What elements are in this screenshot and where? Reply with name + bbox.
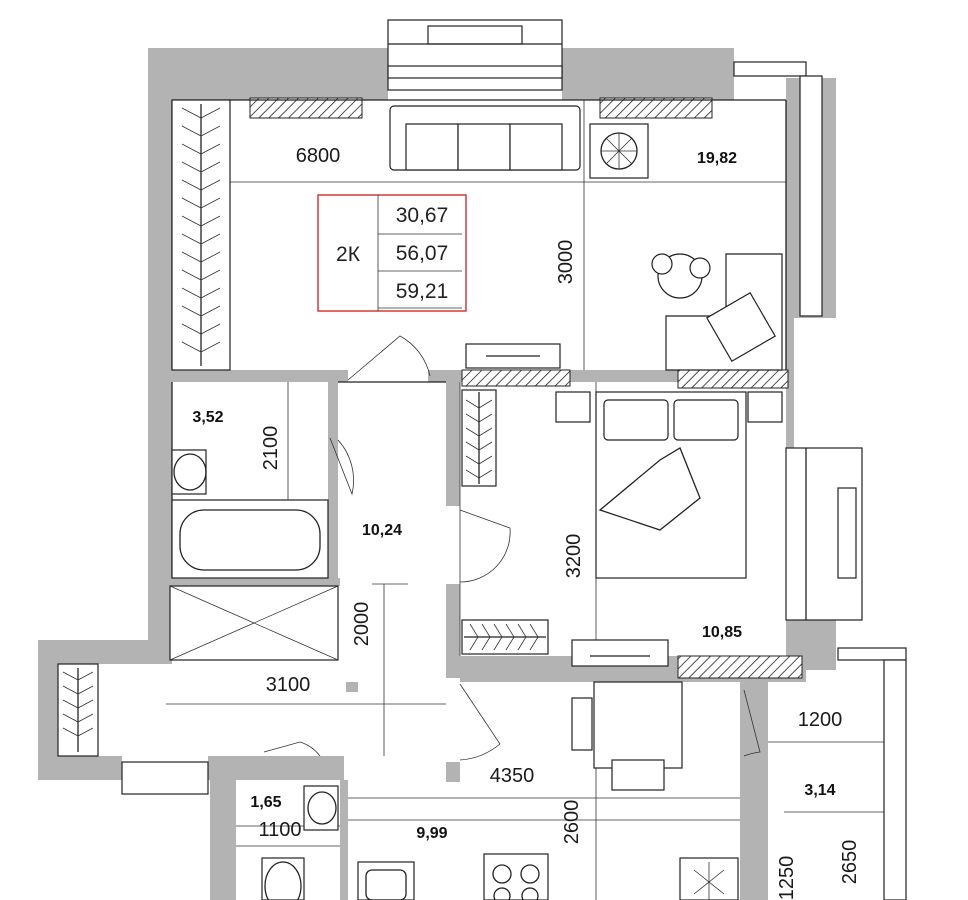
- dim-balcony-length: 2650: [839, 840, 861, 885]
- apartment-summary: 2К 30,67 56,07 59,21: [317, 194, 467, 312]
- wardrobe-bedroom: [461, 389, 549, 655]
- wardrobe-hall: [57, 585, 339, 757]
- dimensions: 6800 3000 2100 2000 3100 3200 4350 2600 …: [258, 145, 861, 900]
- summary-outline: [317, 194, 467, 312]
- dim-hall-width: 3100: [266, 674, 311, 696]
- dim-bath-depth: 2100: [260, 426, 282, 471]
- sofa: [389, 105, 581, 171]
- fan-icon: [589, 123, 649, 179]
- dim-toilet-width: 1100: [258, 819, 301, 841]
- hatched-walls: [249, 97, 803, 679]
- dim-balcony-width: 1200: [798, 709, 843, 731]
- total-area-with-balcony: 59,21: [396, 280, 449, 303]
- total-area: 56,07: [396, 242, 449, 265]
- toilet-fixtures: [261, 785, 339, 900]
- desk: [651, 253, 783, 371]
- room-area-bathroom: 3,52: [192, 409, 223, 426]
- room-area-hallway: 10,24: [362, 522, 402, 539]
- room-area-toilet: 1,65: [250, 794, 281, 811]
- dim-hall-length: 2000: [351, 602, 373, 647]
- room-areas: 19,82 3,52 10,24 10,85 1,65 9,99 3,14: [192, 150, 835, 842]
- room-area-living: 19,82: [697, 150, 737, 167]
- dim-bedroom-depth: 3200: [563, 534, 585, 579]
- windows: [121, 19, 907, 900]
- doors: [263, 335, 761, 761]
- dim-kitchen-width: 4350: [490, 765, 535, 787]
- dim-living-width: 6800: [296, 145, 341, 167]
- kitchen-fixtures: [357, 681, 739, 900]
- dim-kitchen-depth: 2600: [561, 800, 583, 845]
- wardrobe-living: [171, 99, 231, 371]
- apartment-type: 2К: [336, 243, 361, 266]
- room-area-balcony: 3,14: [804, 782, 835, 799]
- dim-living-depth: 3000: [555, 240, 577, 285]
- bathroom-fixtures: [171, 449, 329, 579]
- bed: [555, 391, 783, 667]
- tv-unit: [465, 343, 561, 369]
- room-area-bedroom: 10,85: [702, 624, 742, 641]
- dim-balcony-inner: 1250: [776, 856, 798, 900]
- living-area: 30,67: [396, 204, 449, 227]
- room-area-kitchen: 9,99: [416, 825, 447, 842]
